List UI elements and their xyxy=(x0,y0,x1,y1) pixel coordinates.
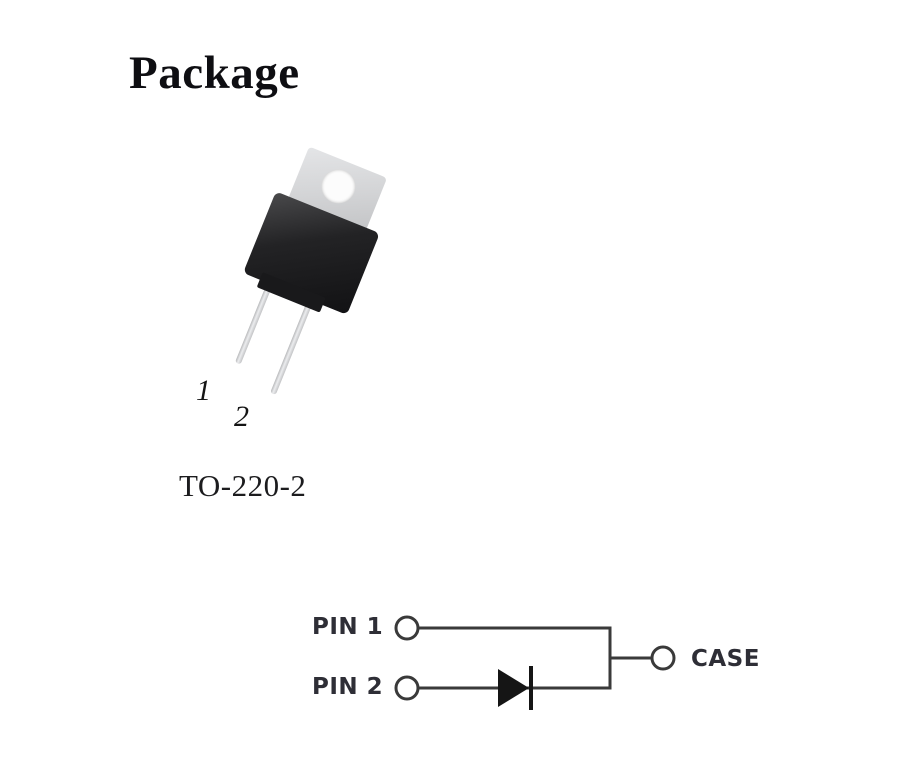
pin1-terminal-icon xyxy=(394,615,420,641)
page-title: Package xyxy=(129,47,300,99)
diode-symbol xyxy=(498,669,529,707)
pin-2-number-label: 2 xyxy=(234,400,249,433)
mounting-hole xyxy=(316,164,361,209)
package-type-label: TO-220-2 xyxy=(179,468,307,503)
schematic-pin1-label: PIN 1 xyxy=(312,614,384,640)
case-terminal-icon xyxy=(650,645,676,671)
schematic-pin2-label: PIN 2 xyxy=(312,674,384,700)
pin2-terminal-icon xyxy=(394,675,420,701)
pin-1-number-label: 1 xyxy=(196,374,211,407)
schematic-wires xyxy=(394,615,676,710)
schematic-case-label: CASE xyxy=(691,646,760,672)
pin-1-lead xyxy=(234,280,274,365)
pin-2-lead xyxy=(270,297,315,396)
to220-package-photo xyxy=(208,144,396,418)
